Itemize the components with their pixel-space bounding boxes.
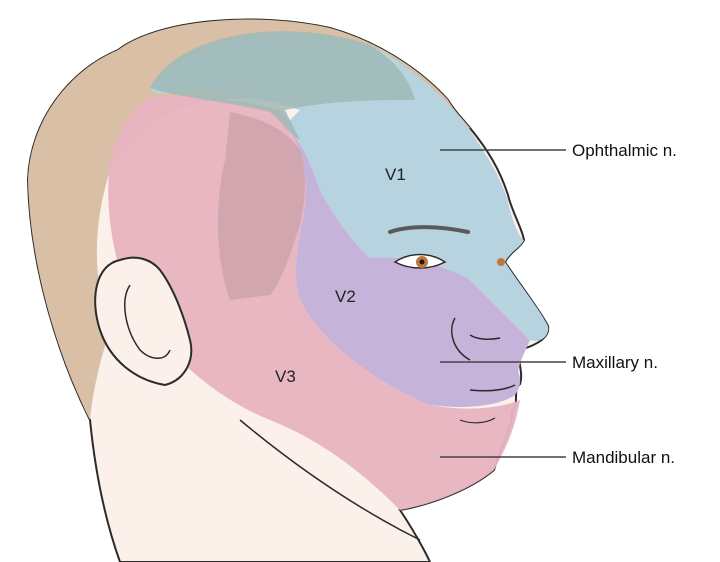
callout-ophthalmic: Ophthalmic n. <box>572 141 677 160</box>
pupil <box>420 260 425 265</box>
callout-maxillary: Maxillary n. <box>572 353 658 372</box>
label-v1: V1 <box>385 165 406 184</box>
label-v2: V2 <box>335 287 356 306</box>
far-eye <box>497 258 505 266</box>
callout-mandibular: Mandibular n. <box>572 448 675 467</box>
label-v3: V3 <box>275 367 296 386</box>
